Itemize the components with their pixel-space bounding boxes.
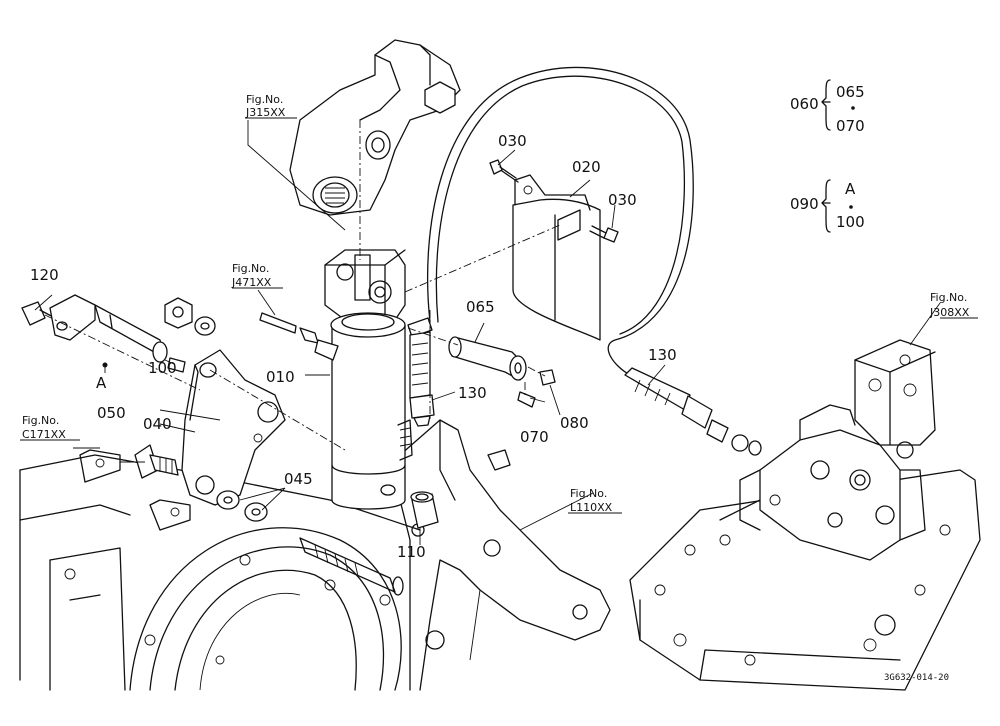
- legend-bracket-060: [821, 79, 855, 131]
- svg-text:Fig.No.: Fig.No.: [246, 93, 283, 106]
- svg-text:Fig.No.: Fig.No.: [570, 487, 607, 500]
- upper-lift-arm: [289, 39, 461, 216]
- label-part-070: 070: [520, 428, 549, 446]
- svg-text:J471XX: J471XX: [231, 276, 272, 289]
- label-part-130-left: 130: [458, 384, 487, 402]
- part-130-hose-fitting-right: [624, 367, 762, 456]
- label-part-020: 020: [572, 158, 601, 176]
- nut-and-washer: [164, 297, 216, 336]
- label-part-010: 010: [266, 368, 295, 386]
- label-part-090: 090: [790, 195, 819, 213]
- part-030-bolt-upper: [489, 159, 519, 183]
- part-100-grease-nipple: [167, 357, 186, 373]
- svg-text:Fig.No.: Fig.No.: [930, 291, 967, 304]
- label-part-050: 050: [97, 404, 126, 422]
- figref-c171xx: Fig.No. C171XX: [22, 414, 66, 441]
- part-070-grease-nipple: [517, 391, 536, 408]
- part-030-bolt-right: [589, 225, 619, 243]
- part-010-lift-cylinder: [330, 312, 413, 510]
- label-part-080: 080: [560, 414, 589, 432]
- svg-text:J315XX: J315XX: [245, 106, 286, 119]
- part-065-pin: [448, 336, 527, 381]
- part-110-bushing: [410, 491, 439, 529]
- label-part-100: 100: [148, 359, 177, 377]
- drawing-code: 3G632-014-20: [884, 673, 949, 683]
- lift-bracket-outline: [399, 419, 611, 691]
- label-part-065-legend: 065: [836, 83, 865, 101]
- valve-housing-outline: [629, 339, 981, 691]
- figref-j308xx: Fig.No. J308XX: [929, 291, 970, 319]
- label-part-065: 065: [466, 298, 495, 316]
- figref-l110xx: Fig.No. L110XX: [570, 487, 613, 514]
- label-part-120: 120: [30, 266, 59, 284]
- label-part-045: 045: [284, 470, 313, 488]
- label-mark-a: A: [96, 374, 107, 392]
- svg-text:Fig.No.: Fig.No.: [22, 414, 59, 427]
- label-part-100-legend: 100: [836, 213, 865, 231]
- figref-j471xx: Fig.No. J471XX: [231, 262, 272, 289]
- label-part-110: 110: [397, 543, 426, 561]
- part-045-washers: [216, 490, 268, 522]
- label-part-030-right: 030: [608, 191, 637, 209]
- leader-lines: [20, 117, 978, 545]
- legend-bracket-090: [821, 179, 853, 233]
- cylinder-clevis: [324, 249, 406, 321]
- label-part-070-legend: 070: [836, 117, 865, 135]
- label-part-030-upper: 030: [498, 132, 527, 150]
- part-040-bracket: [181, 349, 286, 506]
- figref-j315xx: Fig.No. J315XX: [245, 93, 286, 119]
- transmission-housing-outline: [19, 449, 421, 691]
- small-pin: [259, 312, 339, 361]
- svg-text:C171XX: C171XX: [22, 428, 66, 441]
- label-mark-a-legend: A: [845, 180, 856, 198]
- part-130-hose-fitting-left: [407, 317, 435, 427]
- label-part-130-right: 130: [648, 346, 677, 364]
- hydraulic-hose: [426, 66, 694, 376]
- label-part-060: 060: [790, 95, 819, 113]
- label-part-040: 040: [143, 415, 172, 433]
- svg-text:L110XX: L110XX: [570, 501, 613, 514]
- part-020-cover-plate: [512, 174, 601, 341]
- svg-text:Fig.No.: Fig.No.: [232, 262, 269, 275]
- assembly-centerlines: [44, 120, 561, 451]
- part-080-bolt: [539, 369, 556, 386]
- svg-text:J308XX: J308XX: [929, 306, 970, 319]
- reference-dot: [102, 362, 108, 368]
- part-120-lift-pin: [21, 294, 168, 363]
- part-050-bolt: [134, 444, 179, 479]
